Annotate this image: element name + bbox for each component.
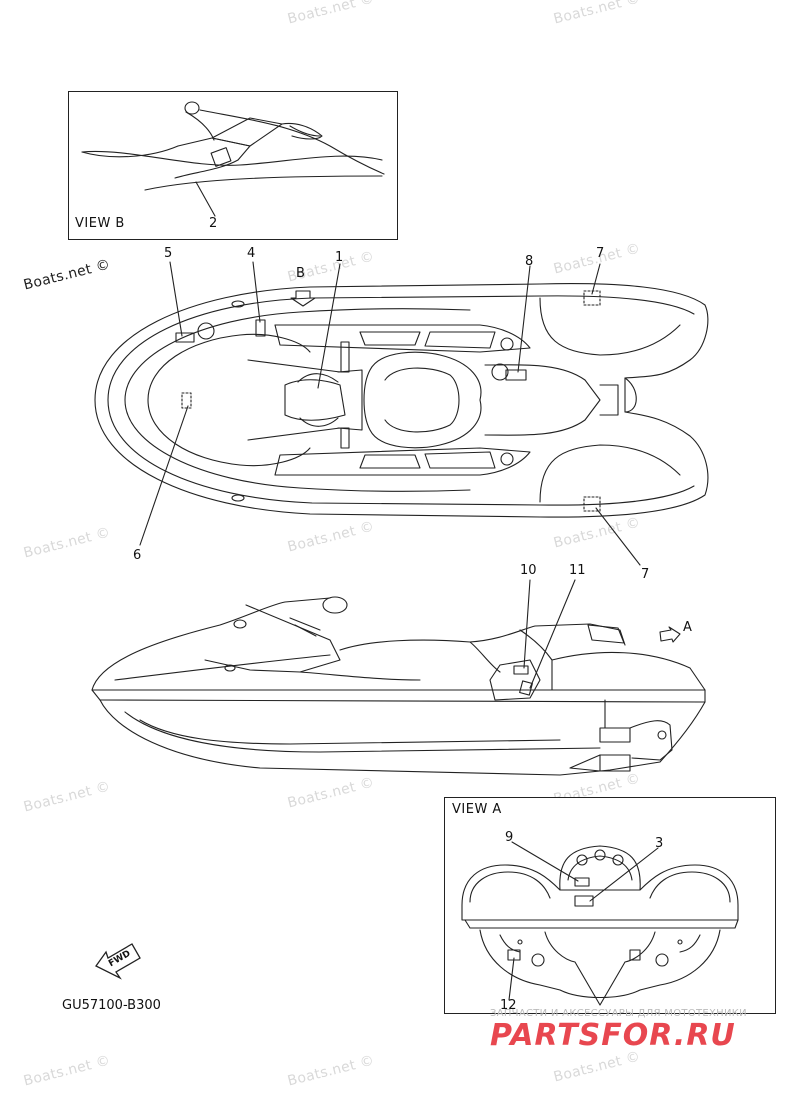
view-a-drawing [461,845,739,1006]
callout-10: 10 [520,563,537,578]
callout-6: 6 [133,548,142,563]
side-view-drawing [91,596,706,776]
view-b-drawing [81,101,385,191]
callout-9: 9 [505,830,514,845]
fwd-arrow [95,943,141,980]
view-a-frame [444,797,776,1014]
leader-lines [139,181,659,1001]
brand-logo: PARTSFOR.RU [490,1018,736,1053]
top-view-drawing [94,283,709,518]
view-b-title: VIEW B [75,216,125,231]
callout-1: 1 [335,250,344,265]
callout-7-top: 7 [596,246,605,261]
callout-8: 8 [525,254,534,269]
callout-12: 12 [500,998,517,1013]
callout-7-bottom: 7 [641,567,650,582]
callout-4: 4 [247,246,256,261]
view-a-title: VIEW A [452,802,502,817]
view-a-arrow-label: A [683,620,692,635]
brand-tagline: ЗАПЧАСТИ И АКСЕССУАРЫ ДЛЯ МОТОТЕХНИКИ [490,1008,747,1019]
callout-5: 5 [164,246,173,261]
callout-2: 2 [209,216,218,231]
callout-3: 3 [655,836,664,851]
callout-11: 11 [569,563,586,578]
part-code: GU57100-B300 [62,998,161,1013]
view-b-arrow-label: B [296,266,305,281]
